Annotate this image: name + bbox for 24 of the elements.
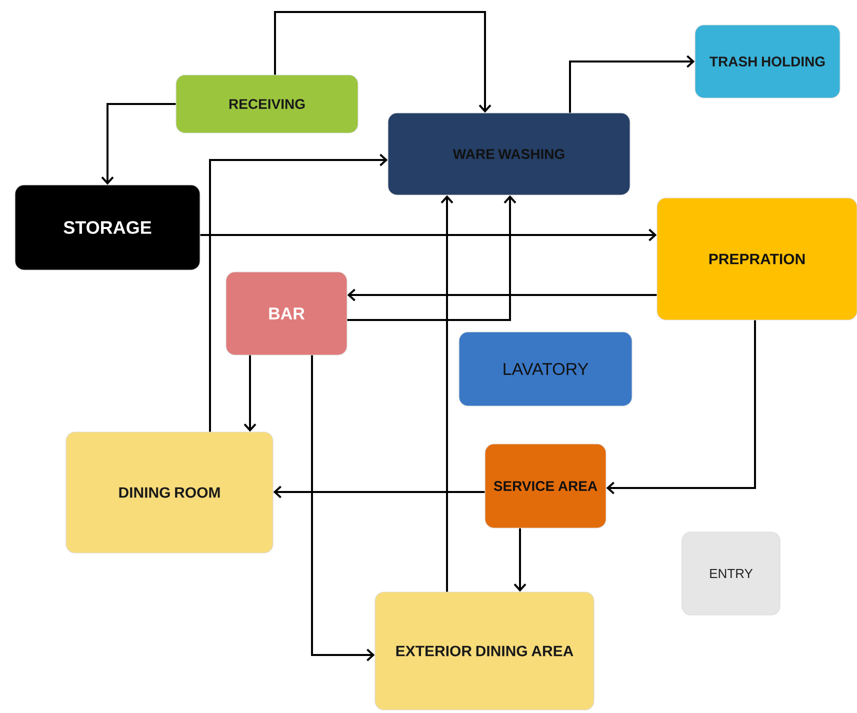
arrow <box>440 195 454 592</box>
arrow <box>347 288 657 302</box>
arrow <box>244 355 256 432</box>
arrow <box>209 154 388 432</box>
process-box: WARE WASHING <box>388 112 630 196</box>
process-box: STORAGE <box>14 184 200 270</box>
arrow <box>606 320 756 494</box>
arrow <box>101 103 176 185</box>
process-box: EXTERIOR DINING AREA <box>374 592 594 710</box>
arrow <box>273 486 485 498</box>
arrow <box>569 55 695 113</box>
arrow <box>514 528 526 592</box>
process-box: ENTRY <box>682 532 780 616</box>
process-box: TRASH HOLDING <box>694 24 840 98</box>
process-box: PREPRATION <box>656 198 857 320</box>
process-box: DINING ROOM <box>66 432 274 554</box>
arrow <box>311 355 375 662</box>
process-box: LAVATORY <box>458 332 632 406</box>
arrow <box>200 228 657 242</box>
arrow <box>347 195 516 321</box>
process-box: BAR <box>226 272 348 356</box>
arrow <box>274 11 492 113</box>
process-box: RECEIVING <box>176 74 358 134</box>
process-box: SERVICE AREA <box>484 444 606 528</box>
